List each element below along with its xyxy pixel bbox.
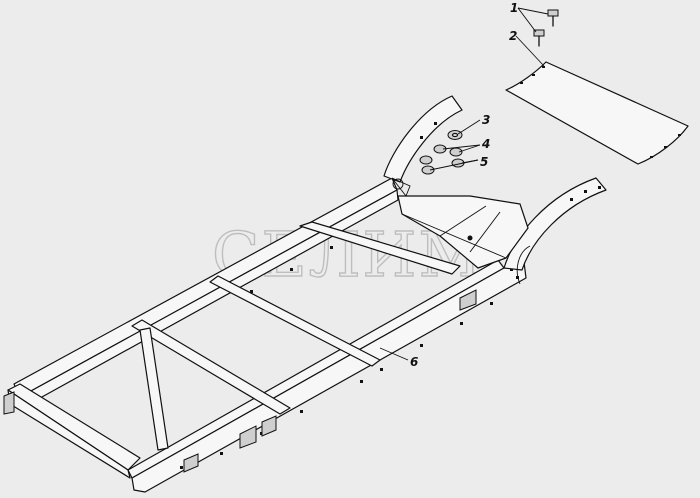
rear-crossbar [7, 383, 141, 471]
rear-end-cap [3, 391, 15, 415]
callout-2: 2 [509, 29, 517, 43]
washer-5c [421, 165, 435, 175]
cover-plate [505, 61, 689, 165]
bracket-3 [459, 289, 477, 311]
callout-6: 6 [410, 355, 418, 369]
diagonal-brace-rear [139, 327, 169, 451]
rear-crossbar-side [7, 389, 131, 479]
cross-member-rear [131, 319, 291, 415]
bracket-1 [239, 425, 257, 449]
cover-plate-body [505, 61, 689, 165]
washer-5a [419, 155, 433, 165]
callout-5: 5 [480, 155, 488, 169]
callout-4: 4 [481, 137, 490, 151]
bolt-1-head [547, 9, 559, 17]
callout-3: 3 [482, 113, 490, 127]
leader-lines [379, 7, 549, 361]
bolt-2-head [533, 29, 545, 37]
diagonal-brace-front [299, 221, 461, 275]
bracket-4 [183, 453, 199, 473]
bracket-2 [261, 415, 277, 437]
plate-holes [520, 66, 681, 158]
callout-1: 1 [510, 1, 518, 15]
chassis-frame [3, 95, 607, 493]
cross-member-middle [209, 275, 381, 367]
callout-labels: 1 2 3 4 5 6 [410, 1, 518, 369]
arch-pivot [392, 178, 404, 190]
bolts [533, 9, 559, 47]
